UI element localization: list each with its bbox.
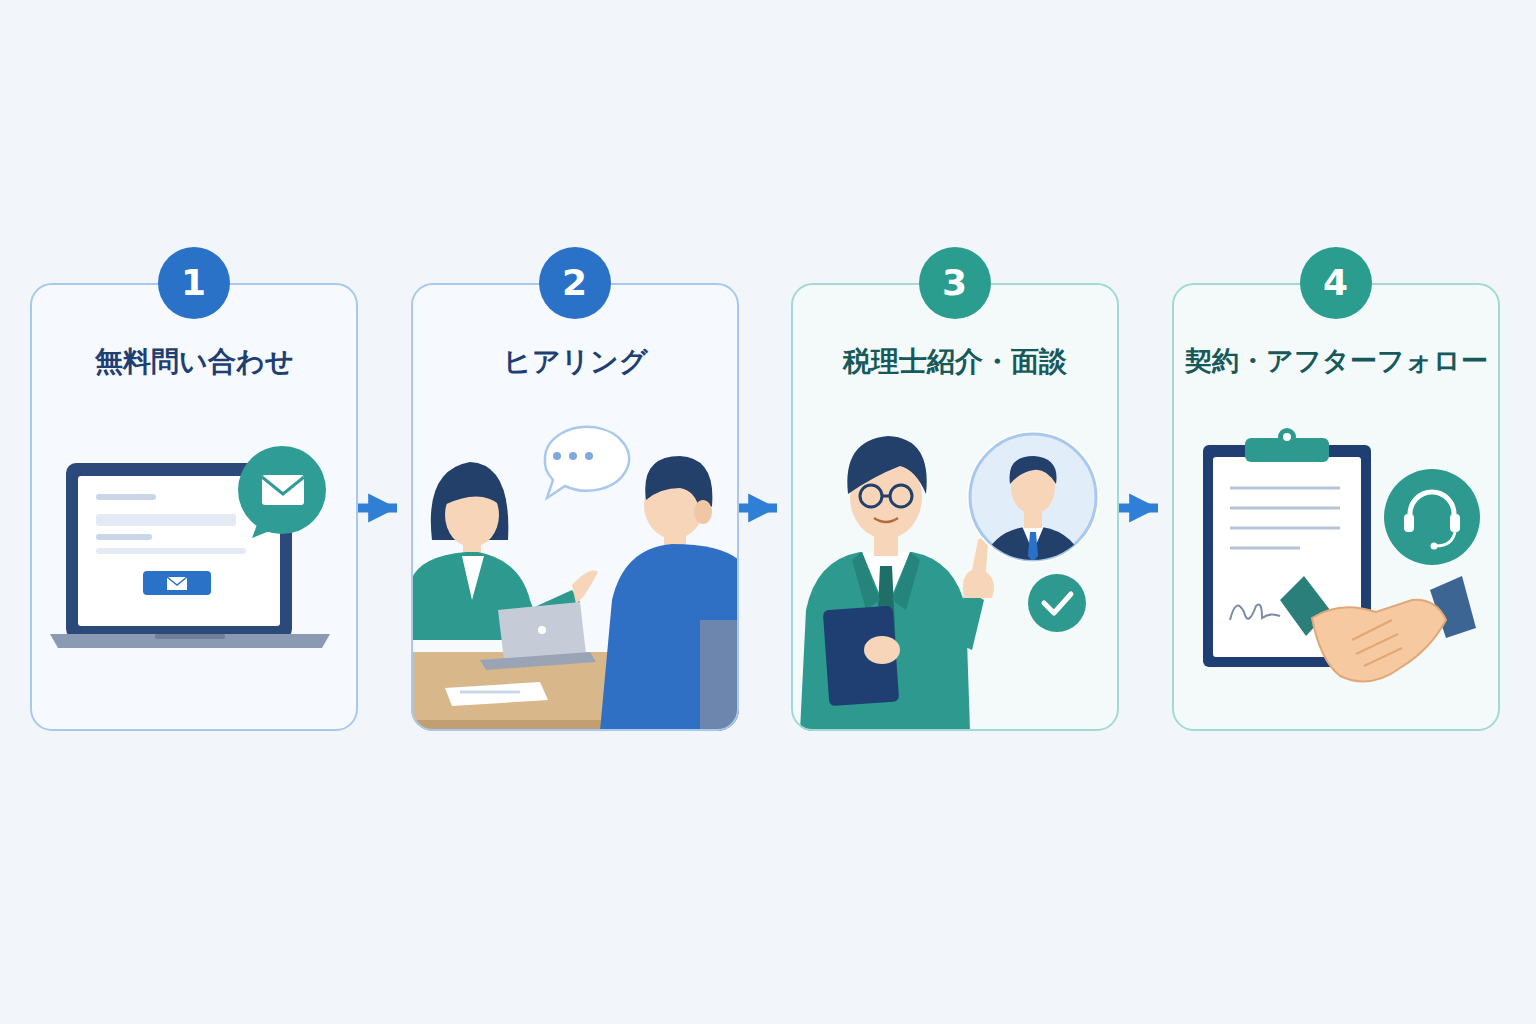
advisor-scene xyxy=(800,436,994,731)
hearing-scene xyxy=(411,427,739,731)
step-number-circle: 1 xyxy=(158,247,230,319)
step-number-circle: 4 xyxy=(1300,247,1372,319)
step-number: 2 xyxy=(562,265,587,301)
flow-arrow xyxy=(739,504,777,513)
flow-arrow xyxy=(1119,504,1158,513)
contract-handshake xyxy=(1203,428,1480,681)
step-box: ヒアリング2 xyxy=(411,283,739,731)
step-heading: 無料問い合わせ xyxy=(32,345,356,379)
step-heading: 契約・アフターフォロー xyxy=(1174,345,1498,377)
step-number: 4 xyxy=(1323,265,1348,301)
step-box: 契約・アフターフォロー4 xyxy=(1172,283,1500,731)
candidate-avatar xyxy=(967,431,1099,632)
laptop-mail-icon xyxy=(50,446,330,648)
step-number-circle: 3 xyxy=(919,247,991,319)
step-number-circle: 2 xyxy=(539,247,611,319)
step-box: 無料問い合わせ1 xyxy=(30,283,358,731)
step-number: 3 xyxy=(942,265,967,301)
step-box: 税理士紹介・面談3 xyxy=(791,283,1119,731)
step-heading: ヒアリング xyxy=(413,345,737,379)
step-heading: 税理士紹介・面談 xyxy=(793,345,1117,379)
flow-arrow xyxy=(358,504,397,513)
box-grounds xyxy=(30,283,1500,731)
step-number: 1 xyxy=(181,265,206,301)
